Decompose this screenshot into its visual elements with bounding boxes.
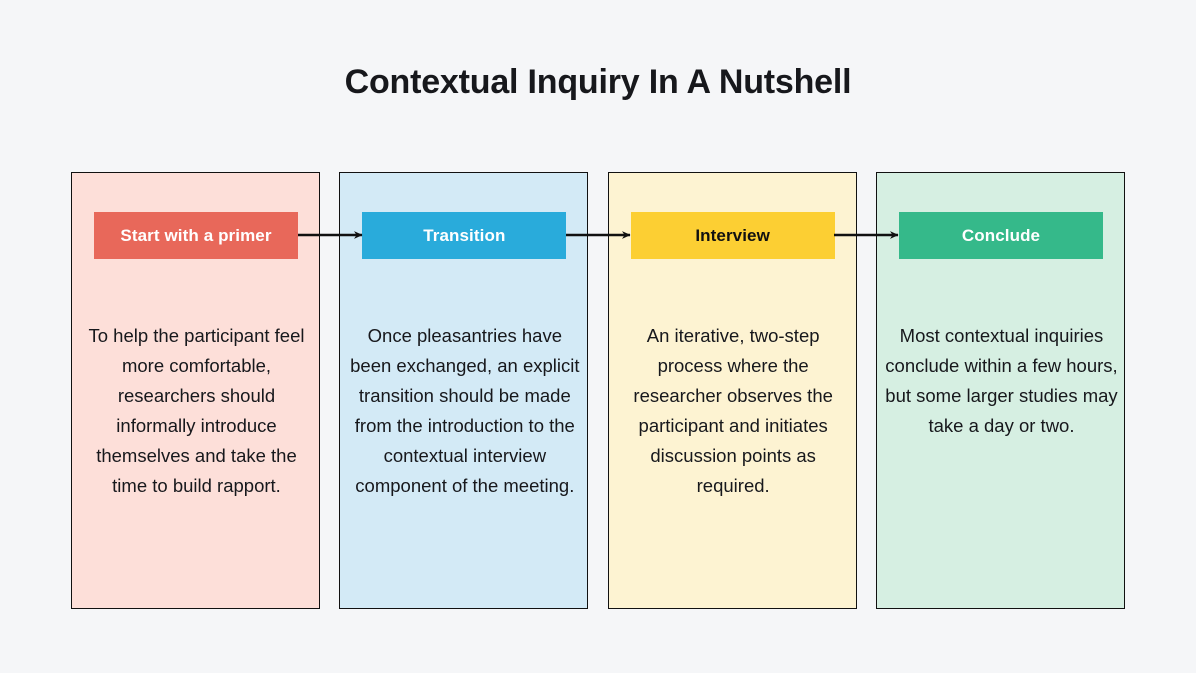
flow-step-panel-1[interactable]: Start with a primer To help the particip… [71, 172, 320, 609]
page-title: Contextual Inquiry In A Nutshell [344, 63, 852, 101]
step-body-4: Most contextual inquiries conclude withi… [885, 325, 1118, 436]
flow-step-panel-2[interactable]: Transition Once pleasantries have been e… [339, 172, 589, 609]
step-body-3: An iterative, two-step process where the… [633, 325, 833, 496]
step-body-2: Once pleasantries have been exchanged, a… [350, 325, 580, 496]
flow-step-panel-4[interactable]: Conclude Most contextual inquiries concl… [875, 172, 1125, 609]
step-badge-start-with-a-primer[interactable]: Start with a primer [94, 212, 298, 259]
flow-step-panel-3[interactable]: Interview An iterative, two-step process… [607, 172, 857, 609]
step-badge-transition[interactable]: Transition [362, 212, 567, 259]
step-badge-interview[interactable]: Interview [630, 212, 835, 259]
flow-steps-container: Start with a primer To help the particip… [71, 172, 1125, 609]
step-badge-conclude[interactable]: Conclude [898, 212, 1103, 259]
step-body-1: To help the participant feel more comfor… [88, 325, 305, 496]
